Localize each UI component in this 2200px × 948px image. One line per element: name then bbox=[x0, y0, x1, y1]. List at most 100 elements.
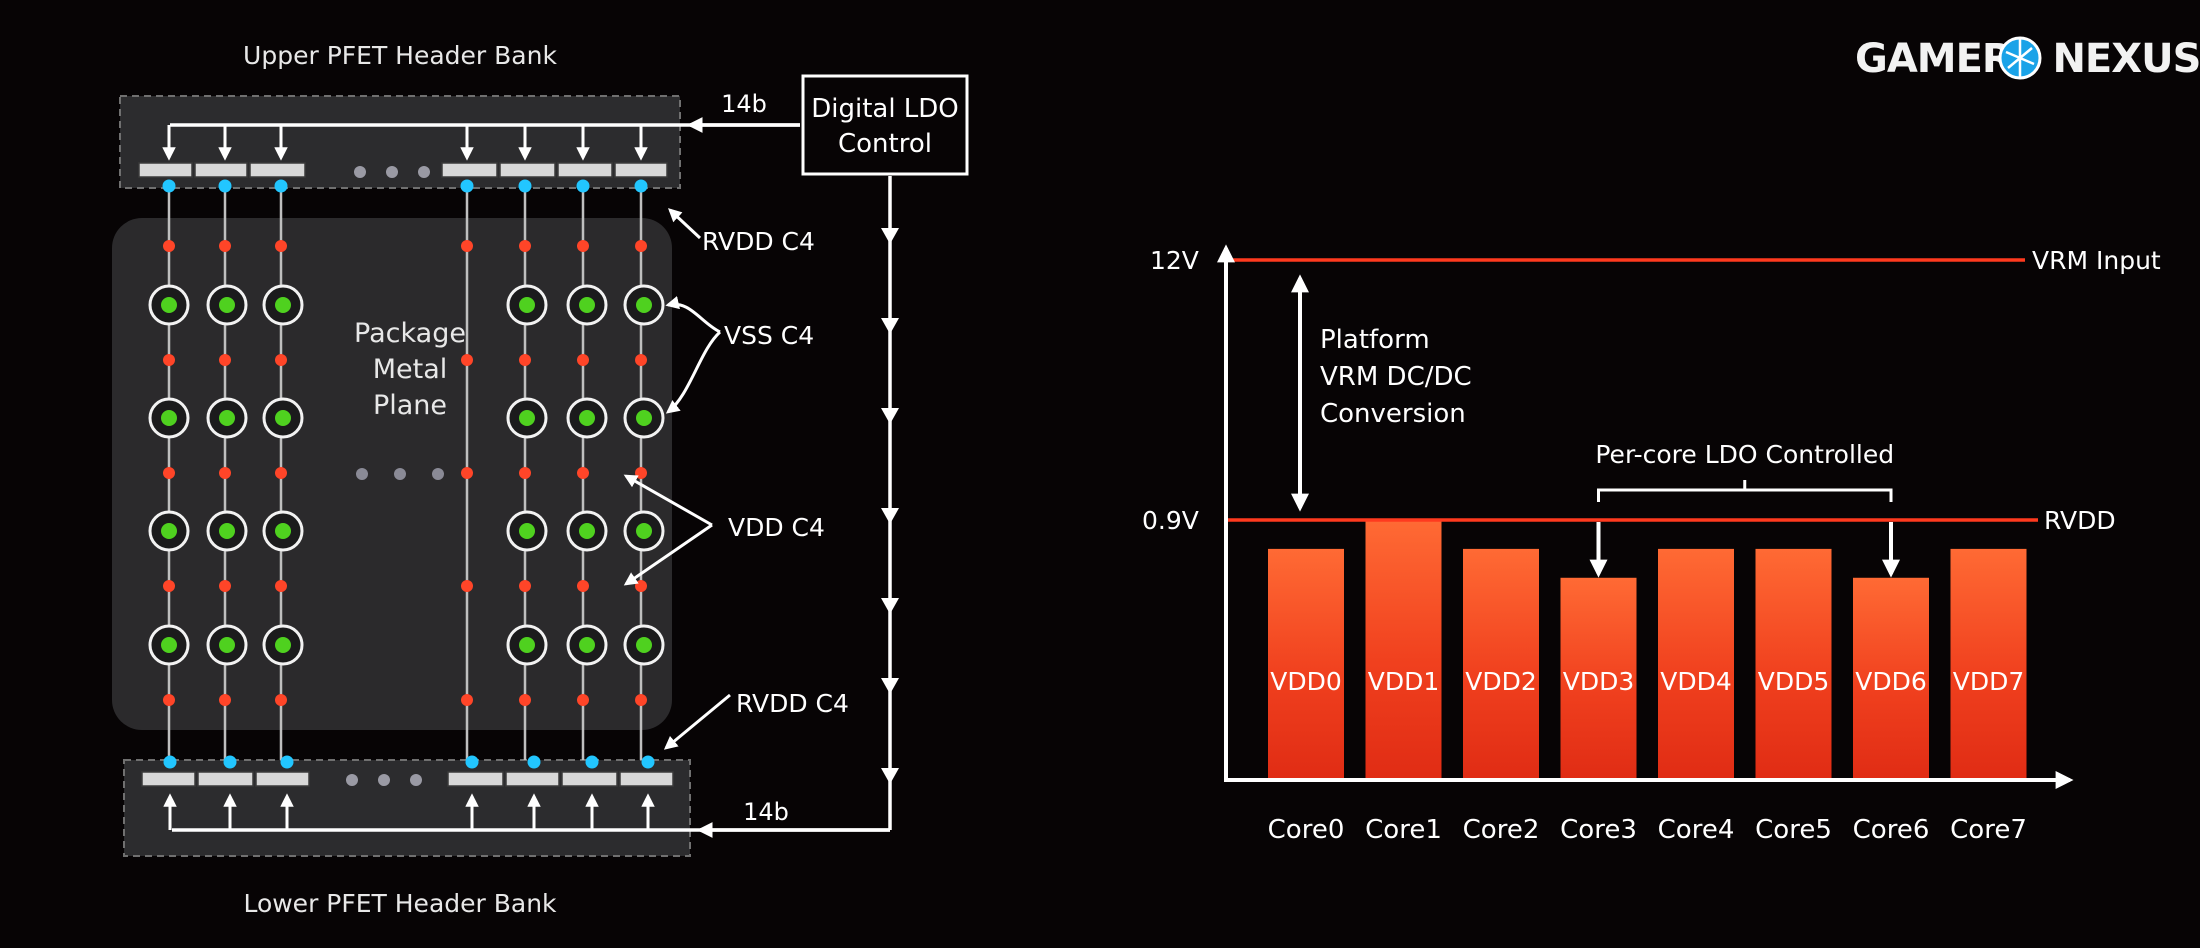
c4-bump-core bbox=[636, 637, 652, 653]
rvdd-node bbox=[275, 467, 287, 479]
rvdd-node bbox=[219, 580, 231, 592]
ellipsis-dot bbox=[386, 166, 398, 178]
lower-bank-label: Lower PFET Header Bank bbox=[243, 889, 557, 918]
bus-arrowhead bbox=[881, 598, 899, 614]
rvdd-node bbox=[577, 354, 589, 366]
category-label: Core3 bbox=[1560, 815, 1637, 845]
upper-pfet-header bbox=[249, 162, 306, 178]
rvdd-node bbox=[519, 580, 531, 592]
chart-ref-lines bbox=[1226, 258, 2038, 522]
logo-mark-icon bbox=[1998, 36, 2042, 80]
rvdd-node bbox=[519, 354, 531, 366]
rvdd-node bbox=[635, 354, 647, 366]
controller-label-line2: Control bbox=[838, 129, 932, 159]
rvdd-node bbox=[577, 580, 589, 592]
c4-bumps bbox=[148, 284, 665, 666]
c4-bump-core bbox=[579, 410, 595, 426]
rvdd-node bbox=[577, 694, 589, 706]
rvdd-c4-bump bbox=[162, 179, 176, 193]
gamers-nexus-logo: GAMERS NEXUS bbox=[1855, 36, 2200, 82]
c4-bump-core bbox=[161, 637, 177, 653]
c4-bump-core bbox=[219, 297, 235, 313]
c4-bump-core bbox=[579, 523, 595, 539]
ellipsis-dot bbox=[394, 468, 406, 480]
rvdd-node bbox=[219, 354, 231, 366]
c4-bump-core bbox=[161, 523, 177, 539]
callout-arrow bbox=[668, 208, 702, 240]
rvdd-node bbox=[461, 240, 473, 252]
c4-bump-core bbox=[275, 637, 291, 653]
rvdd-node bbox=[461, 354, 473, 366]
bus-arrowhead bbox=[881, 228, 899, 244]
callout-arrow bbox=[665, 330, 722, 414]
rvdd-c4-bump bbox=[163, 755, 177, 769]
bus-arrowhead bbox=[881, 318, 899, 334]
category-label: Core4 bbox=[1658, 815, 1735, 845]
rvdd-node bbox=[635, 240, 647, 252]
upper-pfet-header bbox=[614, 162, 668, 178]
rvdd-node bbox=[461, 467, 473, 479]
rvdd-c4-bump bbox=[576, 179, 590, 193]
ref-line-label: VRM Input bbox=[2032, 246, 2161, 275]
lower-pfet-header bbox=[447, 771, 504, 787]
rvdd-node bbox=[635, 467, 647, 479]
bar-label: VDD3 bbox=[1563, 667, 1635, 696]
platform-note-line: VRM DC/DC bbox=[1320, 362, 1472, 392]
core-bar bbox=[1658, 548, 1734, 780]
c4-bump-core bbox=[519, 297, 535, 313]
ellipsis-dot bbox=[346, 774, 358, 786]
bar-label: VDD2 bbox=[1465, 667, 1537, 696]
category-label: Core7 bbox=[1950, 815, 2027, 845]
rvdd-node bbox=[163, 240, 175, 252]
rvdd-node bbox=[275, 580, 287, 592]
controller-label-line1: Digital LDO bbox=[811, 94, 959, 124]
platform-note-line: Platform bbox=[1320, 325, 1430, 355]
rvdd-c4-bump bbox=[280, 755, 294, 769]
ldo-diagram: Upper PFET Header Bank Lower PFET Header… bbox=[112, 41, 969, 918]
upper-bank-label: Upper PFET Header Bank bbox=[243, 41, 557, 70]
callout-arrows bbox=[623, 208, 731, 750]
rvdd-c4-bump bbox=[465, 755, 479, 769]
core-bar bbox=[1268, 548, 1344, 780]
rvdd-nodes bbox=[162, 179, 655, 769]
ldo-note: Per-core LDO Controlled bbox=[1595, 440, 1894, 469]
chart-axes bbox=[1217, 244, 2074, 789]
ellipsis-dot bbox=[354, 166, 366, 178]
rvdd-node bbox=[461, 580, 473, 592]
rvdd-c4-bump bbox=[223, 755, 237, 769]
c4-bump-core bbox=[275, 410, 291, 426]
c4-bump-core bbox=[275, 297, 291, 313]
c4-bump-core bbox=[519, 637, 535, 653]
core-bar bbox=[1463, 548, 1539, 780]
core-bar bbox=[1853, 577, 1929, 780]
rvdd-node bbox=[519, 240, 531, 252]
lower-pfet-header bbox=[197, 771, 254, 787]
rvdd-node bbox=[577, 467, 589, 479]
callout-arrow bbox=[665, 296, 721, 334]
callout-arrow bbox=[623, 523, 713, 586]
platform-note-line: Conversion bbox=[1320, 399, 1466, 429]
lower-pfet-header bbox=[255, 771, 310, 787]
upper-pfet-header bbox=[138, 162, 193, 178]
digital-ldo-control-box bbox=[801, 74, 969, 176]
control-bus bbox=[162, 117, 899, 838]
rvdd-c4-bump bbox=[585, 755, 599, 769]
upper-bus-label: 14b bbox=[721, 90, 767, 118]
category-label: Core0 bbox=[1268, 815, 1345, 845]
vdd-label: VDD C4 bbox=[728, 513, 825, 542]
ellipsis-dot bbox=[410, 774, 422, 786]
core-bar bbox=[1365, 520, 1442, 780]
rvdd-node bbox=[163, 694, 175, 706]
rvdd-node bbox=[163, 467, 175, 479]
bar-label: VDD4 bbox=[1660, 667, 1732, 696]
bar-label: VDD5 bbox=[1758, 667, 1830, 696]
c4-bump-core bbox=[519, 523, 535, 539]
plane-label-line3: Plane bbox=[373, 390, 447, 421]
bus-arrowhead bbox=[881, 678, 899, 694]
rvdd-bottom-label: RVDD C4 bbox=[736, 689, 849, 718]
voltage-chart: VDD0Core0VDD1Core1VDD2Core2VDD3Core3VDD4… bbox=[1142, 244, 2161, 845]
core-bar bbox=[1755, 548, 1832, 780]
chart-bars bbox=[1268, 520, 2027, 780]
